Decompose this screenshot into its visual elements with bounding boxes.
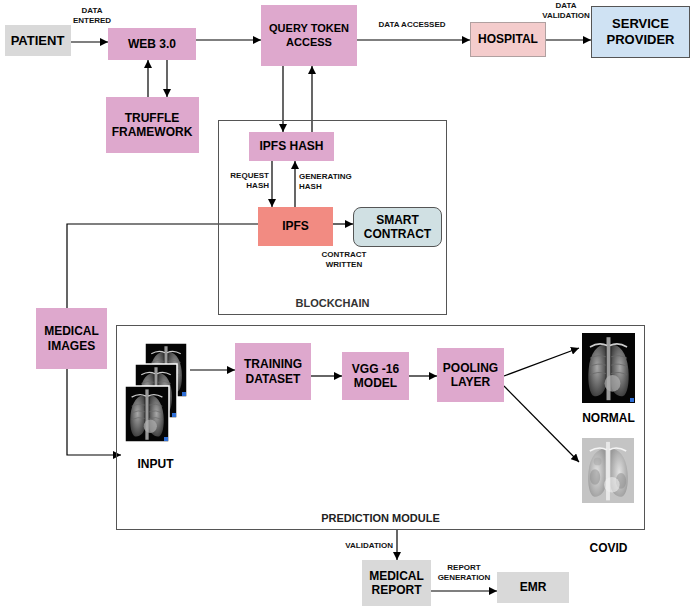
node-text: MEDICAL REPORT xyxy=(367,569,426,598)
region-box: PREDICTION MODULE INPUT TRAINING DATASET VG… xyxy=(116,325,645,530)
process-box: IPFS HASH xyxy=(249,132,334,161)
xray-normal xyxy=(582,333,635,403)
connector xyxy=(396,530,397,560)
image-node: NORMAL xyxy=(579,331,638,426)
node-text: QUERY TOKEN ACCESS xyxy=(266,22,352,48)
edge-label: REQUEST HASH xyxy=(224,171,269,191)
node-text: SMART CONTRACT xyxy=(358,213,437,242)
node-text: INPUT xyxy=(138,457,174,471)
region-box: BLOCKCHAIN IPFS HASH IPFS SMART CONTRACT xyxy=(218,120,447,315)
connector xyxy=(504,386,579,462)
xray-stack xyxy=(125,343,187,442)
image-node: COVID xyxy=(579,436,638,556)
node-text: MEDICAL IMAGES xyxy=(41,324,102,353)
connector xyxy=(311,66,312,132)
process-box: WEB 3.0 xyxy=(108,28,196,60)
process-box: MEDICAL IMAGES xyxy=(36,308,107,369)
node-text: HOSPITAL xyxy=(478,32,538,46)
node-text: IPFS HASH xyxy=(259,139,323,153)
connector xyxy=(190,369,235,370)
node-text: TRUFFLE FRAMEWORK xyxy=(111,111,194,140)
edge-label: DATA ACCESSED xyxy=(372,20,452,30)
node-text: NORMAL xyxy=(582,411,635,425)
process-box: IPFS xyxy=(258,207,333,246)
node-text: TRAINING DATASET xyxy=(240,357,306,386)
connector xyxy=(294,161,295,207)
node-text: PATIENT xyxy=(11,33,65,49)
edge-label: VALIDATION xyxy=(335,541,393,551)
node-text: SERVICE PROVIDER xyxy=(596,16,685,47)
node-text: WEB 3.0 xyxy=(128,37,176,51)
node-text: IPFS xyxy=(282,219,309,233)
edge-label: CONTRACT WRITTEN xyxy=(316,250,372,270)
node-text: BLOCKCHAIN xyxy=(296,297,370,310)
connector xyxy=(333,223,353,224)
process-box: POOLING LAYER xyxy=(437,348,504,402)
connector xyxy=(67,224,258,308)
node-text: COVID xyxy=(589,541,627,555)
process-box: EMR xyxy=(497,572,569,603)
process-box: MEDICAL REPORT xyxy=(362,560,431,606)
connector xyxy=(282,66,283,132)
process-box: TRAINING DATASET xyxy=(235,343,311,400)
connector xyxy=(166,60,167,97)
image-node: INPUT xyxy=(121,338,190,472)
process-box: QUERY TOKEN ACCESS xyxy=(261,5,357,66)
connector xyxy=(409,375,437,376)
connector xyxy=(431,590,497,591)
process-box: TRUFFLE FRAMEWORK xyxy=(106,97,199,153)
edge-label: GENERATING HASH xyxy=(299,172,355,192)
connector xyxy=(71,41,109,42)
node-text: VGG -16 MODEL xyxy=(347,362,404,391)
edge-label: DATA ENTERED xyxy=(71,6,113,26)
process-box: SERVICE PROVIDER xyxy=(591,6,690,58)
process-box: HOSPITAL xyxy=(470,22,546,57)
process-box: SMART CONTRACT xyxy=(353,207,442,247)
connector xyxy=(147,60,148,97)
xray-covid xyxy=(582,438,634,503)
connector xyxy=(357,39,470,40)
connector xyxy=(196,39,261,40)
process-box: PATIENT xyxy=(5,25,71,56)
node-text: PREDICTION MODULE xyxy=(321,512,440,525)
connector xyxy=(546,39,591,40)
node-text: POOLING LAYER xyxy=(442,361,499,390)
node-text: EMR xyxy=(520,580,547,594)
connector xyxy=(271,161,272,207)
edge-label: REPORT GENERATION xyxy=(434,563,494,583)
process-box: VGG -16 MODEL xyxy=(342,352,409,400)
connector xyxy=(504,348,579,376)
connector xyxy=(311,375,342,376)
connector xyxy=(67,369,121,455)
edge-label: DATA VALIDATION xyxy=(541,1,591,21)
